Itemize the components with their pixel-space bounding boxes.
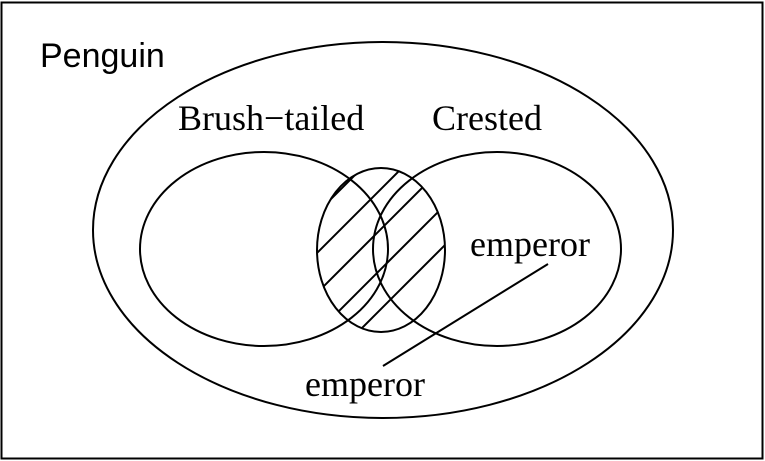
universe-label: Penguin bbox=[40, 37, 165, 75]
set-a-label: Brush−tailed bbox=[178, 98, 364, 138]
set-b-label: Crested bbox=[432, 98, 542, 138]
inside-element-label: emperor bbox=[470, 224, 590, 264]
brush-tailed-ellipse bbox=[139, 151, 389, 347]
crested-ellipse bbox=[372, 151, 622, 347]
penguin-ellipse bbox=[92, 41, 674, 419]
pointer-line bbox=[382, 263, 549, 367]
outside-element-label: emperor bbox=[305, 364, 425, 404]
intersection-outline bbox=[316, 167, 446, 333]
